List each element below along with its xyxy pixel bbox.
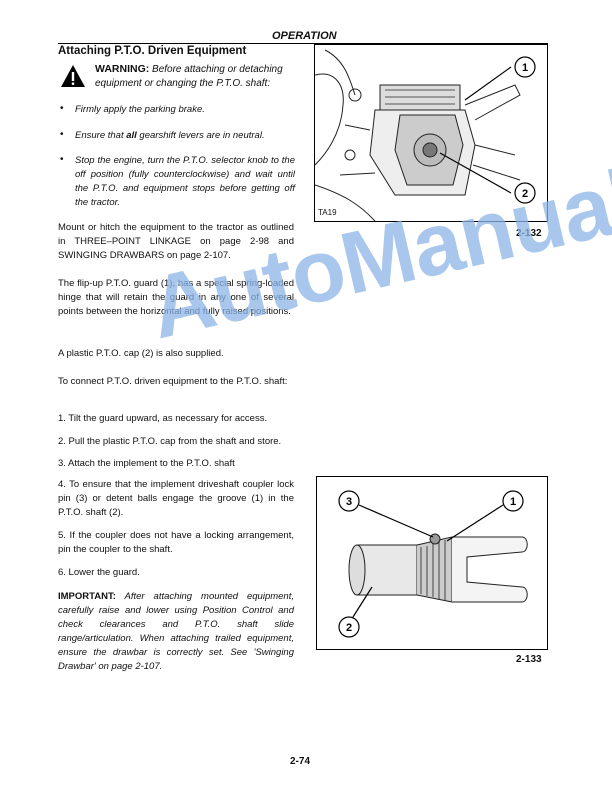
figure-number: 2-133 — [516, 654, 542, 665]
bullet-item: Stop the engine, turn the P.T.O. selecto… — [75, 155, 295, 208]
important-label: IMPORTANT: — [58, 591, 116, 602]
bullet-item: Ensure that all gearshift levers are in … — [75, 130, 265, 141]
step-item: 3. Attach the implement to the P.T.O. sh… — [58, 458, 235, 469]
header-title: OPERATION — [272, 30, 337, 42]
pto-guard-illustration: 1 2 — [314, 49, 536, 222]
page-number: 2-74 — [290, 756, 311, 767]
figure-number: 2-132 — [516, 228, 542, 239]
header-rule — [58, 43, 548, 44]
figure-pto-coupler: 3 1 2 — [316, 476, 548, 650]
figure-pto-guard: 1 2 — [314, 44, 548, 222]
paragraph-connect: To connect P.T.O. driven equipment to th… — [58, 376, 288, 387]
important-note: IMPORTANT: After attaching mounted equip… — [58, 590, 294, 674]
step-item: 5. If the coupler does not have a lockin… — [58, 530, 294, 555]
step-item: 2. Pull the plastic P.T.O. cap from the … — [58, 436, 282, 447]
paragraph-mount: Mount or hitch the equipment to the trac… — [58, 222, 294, 261]
step-item: 1. Tilt the guard upward, as necessary f… — [58, 413, 268, 424]
step-item: 6. Lower the guard. — [58, 567, 140, 578]
bullet-marker: • — [60, 103, 64, 114]
paragraph-guard: The flip-up P.T.O. guard (1), has a spec… — [58, 278, 294, 317]
callout-2: 2 — [346, 622, 352, 634]
step-item: 4. To ensure that the implement drivesha… — [58, 479, 294, 518]
figure-code: TA19 — [318, 208, 337, 217]
bullet-item: Firmly apply the parking brake. — [75, 104, 205, 115]
callout-3: 3 — [346, 496, 352, 508]
warning-icon — [61, 65, 85, 87]
callout-2: 2 — [522, 188, 528, 200]
warning-label: WARNING: — [95, 63, 150, 75]
section-title: Attaching P.T.O. Driven Equipment — [58, 45, 247, 57]
warning-block: WARNING: Before attaching or detaching e… — [95, 62, 295, 91]
important-text: After attaching mounted equipment, caref… — [58, 591, 294, 672]
callout-1: 1 — [522, 62, 528, 74]
warning-text: Before attaching or detaching equipment … — [95, 64, 283, 89]
callout-1: 1 — [510, 496, 516, 508]
pto-coupler-illustration: 3 1 2 — [338, 490, 528, 638]
bullet-marker: • — [60, 129, 64, 140]
paragraph-cap: A plastic P.T.O. cap (2) is also supplie… — [58, 348, 224, 359]
bullet-marker: • — [60, 154, 64, 165]
